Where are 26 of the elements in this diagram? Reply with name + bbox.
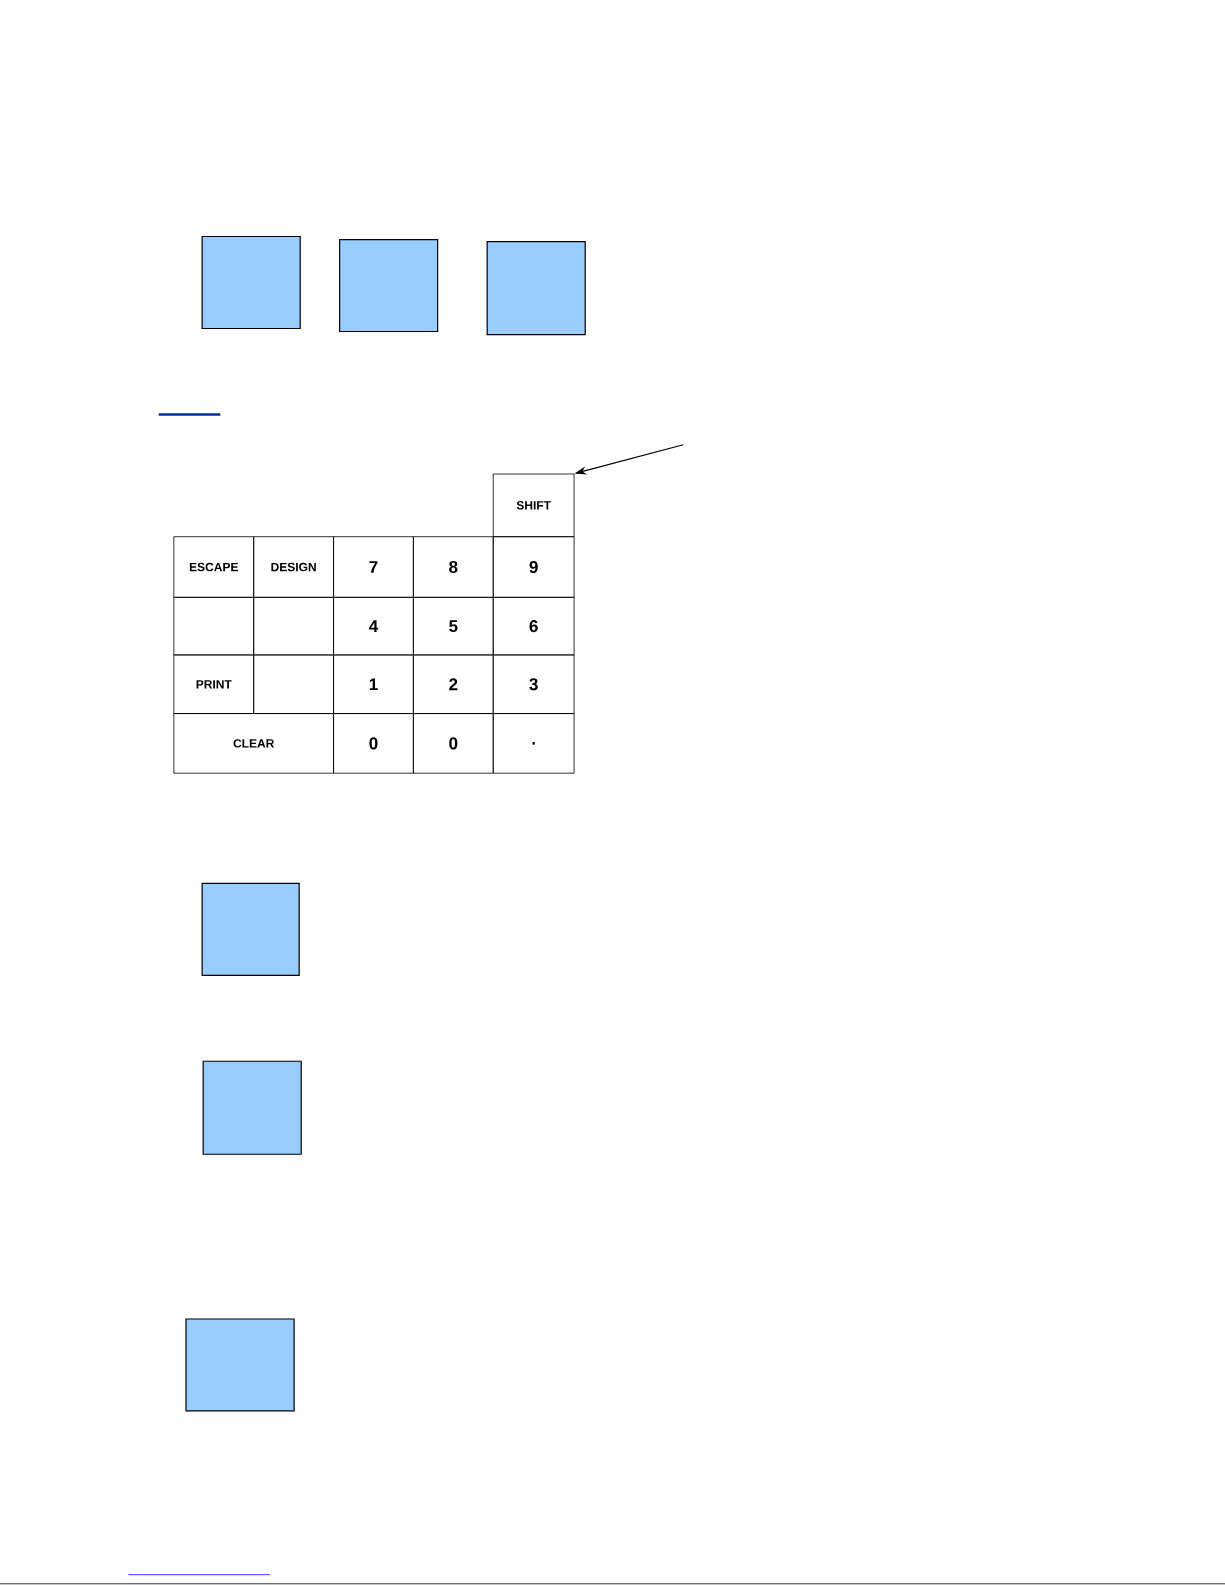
square-box bbox=[201, 882, 300, 976]
square-box bbox=[339, 238, 439, 333]
square-box bbox=[185, 1318, 295, 1412]
keypad-key: DESIGN bbox=[253, 536, 334, 598]
keypad-key: 4 bbox=[333, 596, 414, 656]
square-box bbox=[201, 235, 301, 330]
keypad-key: 9 bbox=[492, 536, 575, 598]
keypad-key: CLEAR bbox=[173, 713, 334, 774]
keypad-key: 7 bbox=[333, 536, 414, 598]
keypad-key: 6 bbox=[492, 596, 575, 656]
keypad-key: 0 bbox=[333, 713, 414, 774]
blank-key bbox=[173, 596, 255, 656]
keypad-key: 3 bbox=[492, 654, 575, 714]
square-box bbox=[486, 240, 586, 336]
blank-key bbox=[253, 654, 334, 714]
keypad-key: ESCAPE bbox=[173, 536, 255, 598]
keypad-key: SHIFT bbox=[492, 473, 575, 538]
keypad-key: PRINT bbox=[173, 654, 255, 714]
keypad-key: 5 bbox=[413, 596, 494, 656]
keypad-key: 2 bbox=[413, 654, 494, 714]
keypad-key: 1 bbox=[333, 654, 414, 714]
square-box bbox=[202, 1060, 302, 1155]
keypad-key: . bbox=[492, 713, 575, 774]
blank-key bbox=[253, 596, 334, 656]
keypad-key: 8 bbox=[413, 536, 494, 598]
keypad-key: 0 bbox=[413, 713, 494, 774]
